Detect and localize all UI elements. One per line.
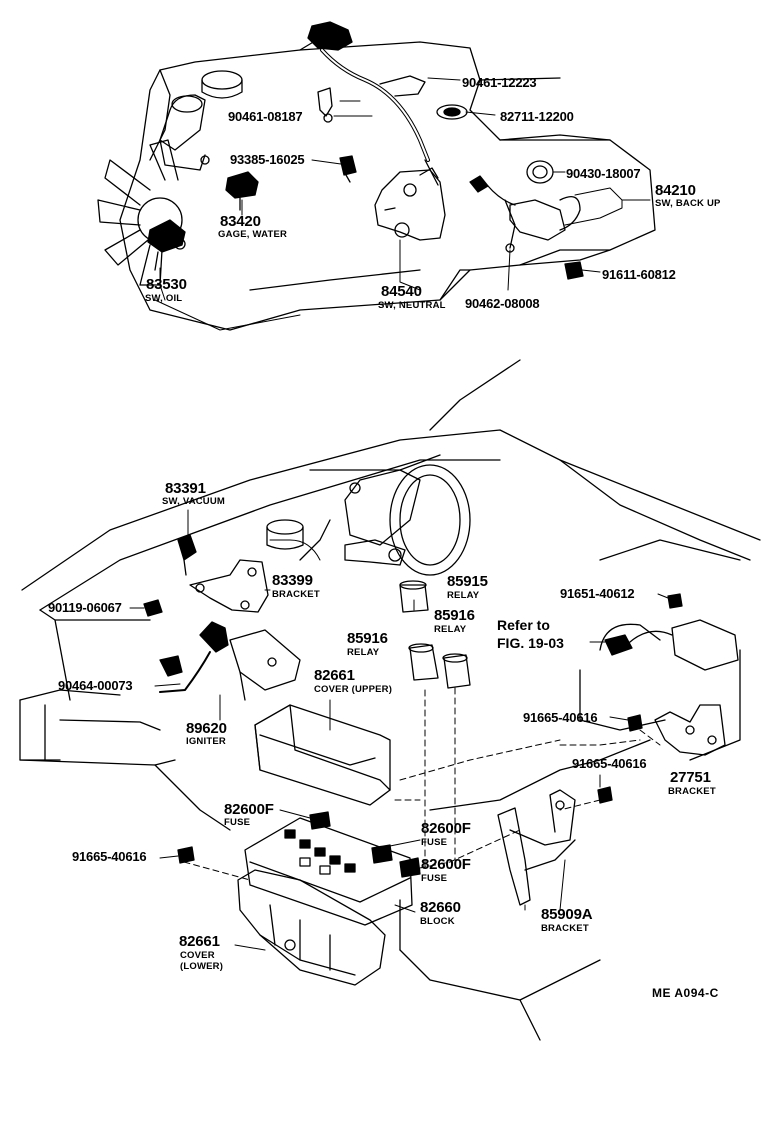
igniter-89620 <box>159 621 301 701</box>
callout-82711-12200: 82711-12200 <box>500 109 574 124</box>
relay-85916-right <box>442 653 471 689</box>
refer-to-text: Refer to <box>497 617 550 633</box>
callout-85916-right-desc: RELAY <box>434 624 467 635</box>
callout-91665-40616-bottom: 91665-40616 <box>72 849 147 864</box>
callout-91665-40616-top: 91665-40616 <box>523 710 598 725</box>
vacuum-switch-83391 <box>177 534 197 576</box>
callout-90461-08187: 90461-08187 <box>228 109 303 124</box>
bracket-85909a <box>497 789 576 906</box>
water-gage-sender-83420 <box>225 171 259 211</box>
cooling-fan <box>97 139 183 286</box>
callout-83530-number: 83530 <box>146 276 187 293</box>
callout-82661-upper-number: 82661 <box>314 667 355 684</box>
gasket-90430 <box>526 160 554 184</box>
callout-85916-left-desc: RELAY <box>347 647 380 658</box>
callout-82660-number: 82660 <box>420 899 461 916</box>
callout-90119-06067: 90119-06067 <box>48 600 122 615</box>
water-outlet <box>159 94 210 171</box>
callout-82661-upper-desc: COVER (UPPER) <box>314 684 393 695</box>
top-leader-lines <box>154 77 651 331</box>
callout-27751-number: 27751 <box>670 769 711 786</box>
fuse-box-cover-upper <box>254 704 391 806</box>
callout-82600f-b-number: 82600F <box>421 820 471 837</box>
callout-85915-desc: RELAY <box>447 590 480 601</box>
callout-85915-number: 85915 <box>447 573 488 590</box>
callout-90462-08008: 90462-08008 <box>465 296 540 311</box>
callout-90430-18007: 90430-18007 <box>566 166 641 181</box>
callout-82600f-a-number: 82600F <box>224 801 274 818</box>
bolt-91611 <box>564 261 584 280</box>
callout-82660-desc: BLOCK <box>420 916 455 927</box>
neutral-switch-84540 <box>374 167 446 241</box>
callout-85909a-number: 85909A <box>541 906 593 923</box>
callout-84210-number: 84210 <box>655 182 696 199</box>
callout-83530-desc: SW, OIL <box>145 293 183 304</box>
fuse-box-cover-lower <box>237 869 386 986</box>
oil-filler-cap <box>201 70 243 99</box>
callout-84210-desc: SW, BACK UP <box>655 198 721 209</box>
callout-91611-60812: 91611-60812 <box>602 267 676 282</box>
callout-82600f-c-desc: FUSE <box>421 873 448 884</box>
callout-90464-00073: 90464-00073 <box>58 678 133 693</box>
callout-82600f-c-number: 82600F <box>421 856 471 873</box>
wire-harness-top <box>307 21 439 186</box>
callout-83420-desc: GAGE, WATER <box>218 229 288 240</box>
bracket-27751 <box>654 704 726 756</box>
callout-82600f-a-desc: FUSE <box>224 817 251 828</box>
callout-82661-lower-number: 82661 <box>179 933 220 950</box>
figure-code: ME A094-C <box>652 986 719 1000</box>
relay-85915 <box>399 580 429 613</box>
bolt-90119 <box>143 599 163 617</box>
bottom-leader-lines <box>129 509 669 951</box>
bolts-91665 <box>177 714 643 864</box>
callout-84540-number: 84540 <box>381 283 422 300</box>
callout-91665-40616-mid: 91665-40616 <box>572 756 647 771</box>
refer-figure-link[interactable]: FIG. 19-03 <box>497 635 564 651</box>
callout-83399-number: 83399 <box>272 572 313 589</box>
callout-83399-desc: BRACKET <box>272 589 320 600</box>
callout-82661-lower-desc2: (LOWER) <box>180 961 224 972</box>
fuse-82600f-items <box>309 811 421 878</box>
backup-switch-84210 <box>469 175 581 253</box>
callout-82661-lower-desc1: COVER <box>180 950 215 961</box>
callout-85909a-desc: BRACKET <box>541 923 589 934</box>
callout-89620-desc: IGNITER <box>186 736 226 747</box>
callout-84540-desc: SW, NEUTRAL <box>378 300 446 311</box>
callout-90461-12223: 90461-12223 <box>462 75 537 90</box>
callout-93385-16025: 93385-16025 <box>230 152 305 167</box>
callout-83391-desc: SW, VACUUM <box>162 496 226 507</box>
relay-85916-left <box>408 643 439 681</box>
clip-90461-08187 <box>317 87 333 123</box>
callout-83391-number: 83391 <box>165 480 206 497</box>
callout-85916-right-number: 85916 <box>434 607 475 624</box>
callout-91651-40612: 91651-40612 <box>560 586 635 601</box>
engine-bay-body <box>19 359 761 1041</box>
brake-booster <box>344 464 471 576</box>
bracket-83399 <box>189 559 269 613</box>
seal-82711 <box>436 104 468 120</box>
relay-fig-19-03 <box>604 593 739 671</box>
oil-pressure-switch-83530 <box>147 219 186 271</box>
callout-85916-left-number: 85916 <box>347 630 388 647</box>
callout-82600f-b-desc: FUSE <box>421 837 448 848</box>
fluid-reservoir <box>266 519 304 550</box>
engine-block-outline <box>119 37 656 331</box>
callout-89620-number: 89620 <box>186 720 227 737</box>
callout-27751-desc: BRACKET <box>668 786 716 797</box>
fuse-block-82660 <box>244 817 413 926</box>
bolt-93385 <box>339 155 357 183</box>
callout-83420-number: 83420 <box>220 213 261 230</box>
